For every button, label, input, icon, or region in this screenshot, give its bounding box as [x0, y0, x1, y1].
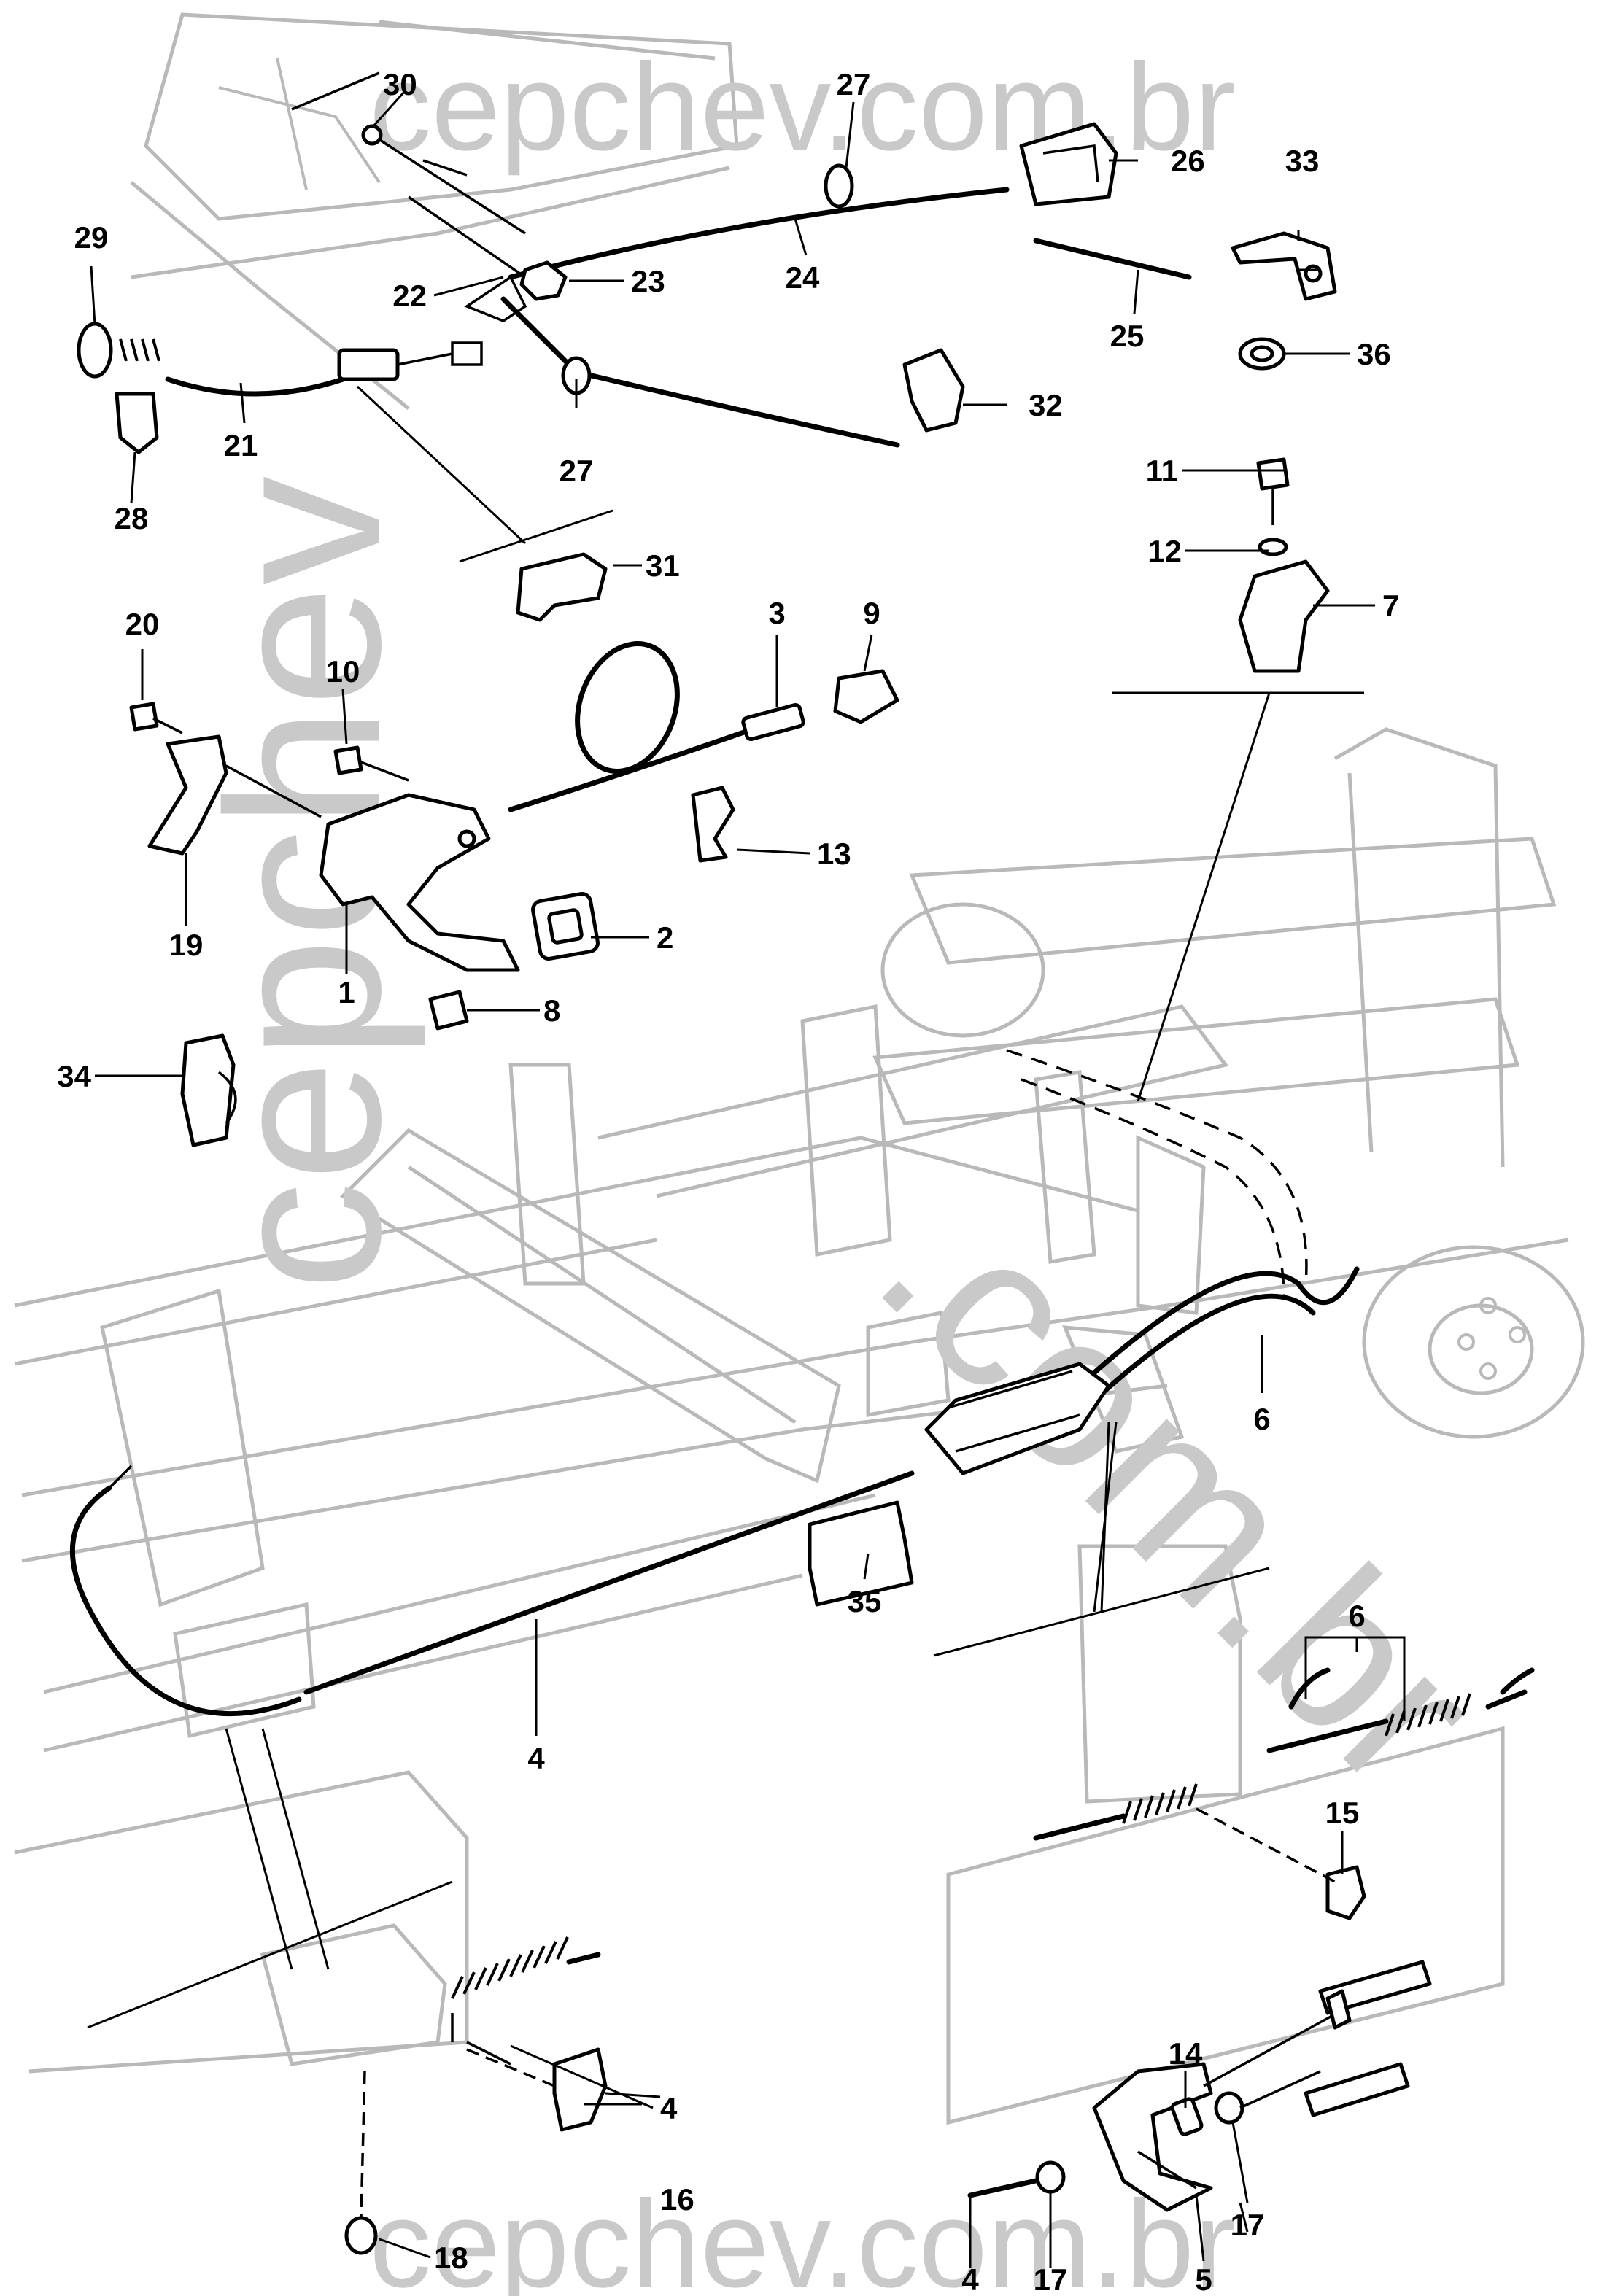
- label-16: 16: [660, 2182, 694, 2217]
- clip-16: [552, 2047, 608, 2132]
- bracket-7: [1238, 559, 1330, 673]
- clip-34: [180, 1033, 236, 1147]
- bracket-19: [147, 734, 228, 856]
- clip-28: [115, 392, 159, 454]
- cable-24: [508, 187, 1010, 280]
- bolt-10: [333, 745, 363, 775]
- clip-15: [1325, 1865, 1366, 1920]
- callout-leaders: [90, 90, 1406, 2268]
- main-cables: [69, 1049, 1360, 2029]
- sleeve-35: [808, 1500, 914, 1607]
- watermark-bottom: cepchev.com.br: [369, 2175, 1235, 2296]
- label-6-main: 6: [1253, 1402, 1270, 1436]
- sleeve-14: [1170, 2097, 1204, 2136]
- label-21: 21: [224, 428, 258, 462]
- nut-17-right: [1214, 2091, 1244, 2125]
- label-28: 28: [115, 501, 149, 535]
- label-10: 10: [326, 654, 360, 689]
- label-4-inset: 4: [660, 2091, 678, 2125]
- cable-25: [1033, 238, 1192, 280]
- grommet-18: [344, 2216, 378, 2255]
- label-7: 7: [1382, 589, 1399, 623]
- label-33: 33: [1285, 144, 1320, 178]
- label-9: 9: [863, 596, 880, 630]
- label-26: 26: [1171, 144, 1205, 178]
- label-19: 19: [169, 928, 204, 962]
- label-3: 3: [768, 596, 785, 630]
- label-12: 12: [1147, 534, 1182, 568]
- pedal-assembly: [129, 641, 899, 1147]
- label-24: 24: [786, 260, 820, 295]
- clip-13: [691, 786, 735, 863]
- label-14: 14: [1169, 2036, 1203, 2071]
- label-22: 22: [392, 279, 427, 313]
- label-11: 11: [1146, 454, 1178, 488]
- label-13: 13: [817, 837, 851, 871]
- cable-3-coil: [575, 641, 680, 774]
- inset-bottom-right: [967, 1667, 1535, 2212]
- bracket-31: [516, 552, 608, 622]
- bolt-11: [1256, 457, 1290, 491]
- label-2: 2: [657, 920, 673, 955]
- knob-9: [833, 669, 899, 724]
- label-15: 15: [1325, 1796, 1360, 1830]
- nut-17-left: [1035, 2160, 1066, 2194]
- label-27-bottom: 27: [560, 454, 594, 488]
- label-30: 30: [383, 67, 417, 101]
- label-6-inset: 6: [1348, 1599, 1365, 1633]
- label-4-main: 4: [527, 1741, 545, 1775]
- label-25: 25: [1110, 319, 1145, 353]
- label-34: 34: [57, 1059, 91, 1093]
- cable-6-upper: [1077, 1266, 1360, 1389]
- stopper-8: [428, 990, 469, 1031]
- cable-27-lower: [500, 296, 900, 448]
- label-31: 31: [646, 548, 680, 583]
- bracket-32: [902, 348, 965, 433]
- label-17-right: 17: [1231, 2208, 1265, 2242]
- tensioner-26: [1019, 122, 1118, 206]
- label-1: 1: [338, 975, 355, 1009]
- label-27-top: 27: [837, 67, 871, 101]
- cable-4-left: [69, 1485, 302, 1716]
- bracket-33: [1231, 231, 1337, 301]
- washer-12: [1258, 538, 1288, 556]
- label-29: 29: [74, 220, 109, 255]
- label-36: 36: [1357, 337, 1391, 371]
- front-cable-assembly: [77, 71, 1337, 622]
- nut-23: [519, 260, 568, 301]
- bolt-20: [129, 702, 159, 732]
- label-18: 18: [434, 2241, 468, 2275]
- cable-21: [165, 376, 346, 397]
- label-23: 23: [631, 264, 665, 298]
- label-35: 35: [848, 1584, 882, 1618]
- label-8: 8: [543, 993, 560, 1028]
- label-5: 5: [1195, 2262, 1212, 2296]
- label-32: 32: [1029, 388, 1063, 422]
- label-4-bottom: 4: [961, 2262, 979, 2296]
- cable-4: [303, 1470, 915, 1695]
- grommet-29: [77, 322, 113, 379]
- label-17-left: 17: [1034, 2262, 1068, 2296]
- cable-6-lower: [1091, 1293, 1316, 1403]
- callout-labels: 30 27 26 33 29 24 22 23 25 36 32 21 27 1…: [57, 67, 1399, 2296]
- watermark-diagonal: .com.br: [835, 1144, 1525, 1833]
- label-20: 20: [125, 607, 160, 641]
- bracket-7-assembly: [1112, 457, 1364, 1102]
